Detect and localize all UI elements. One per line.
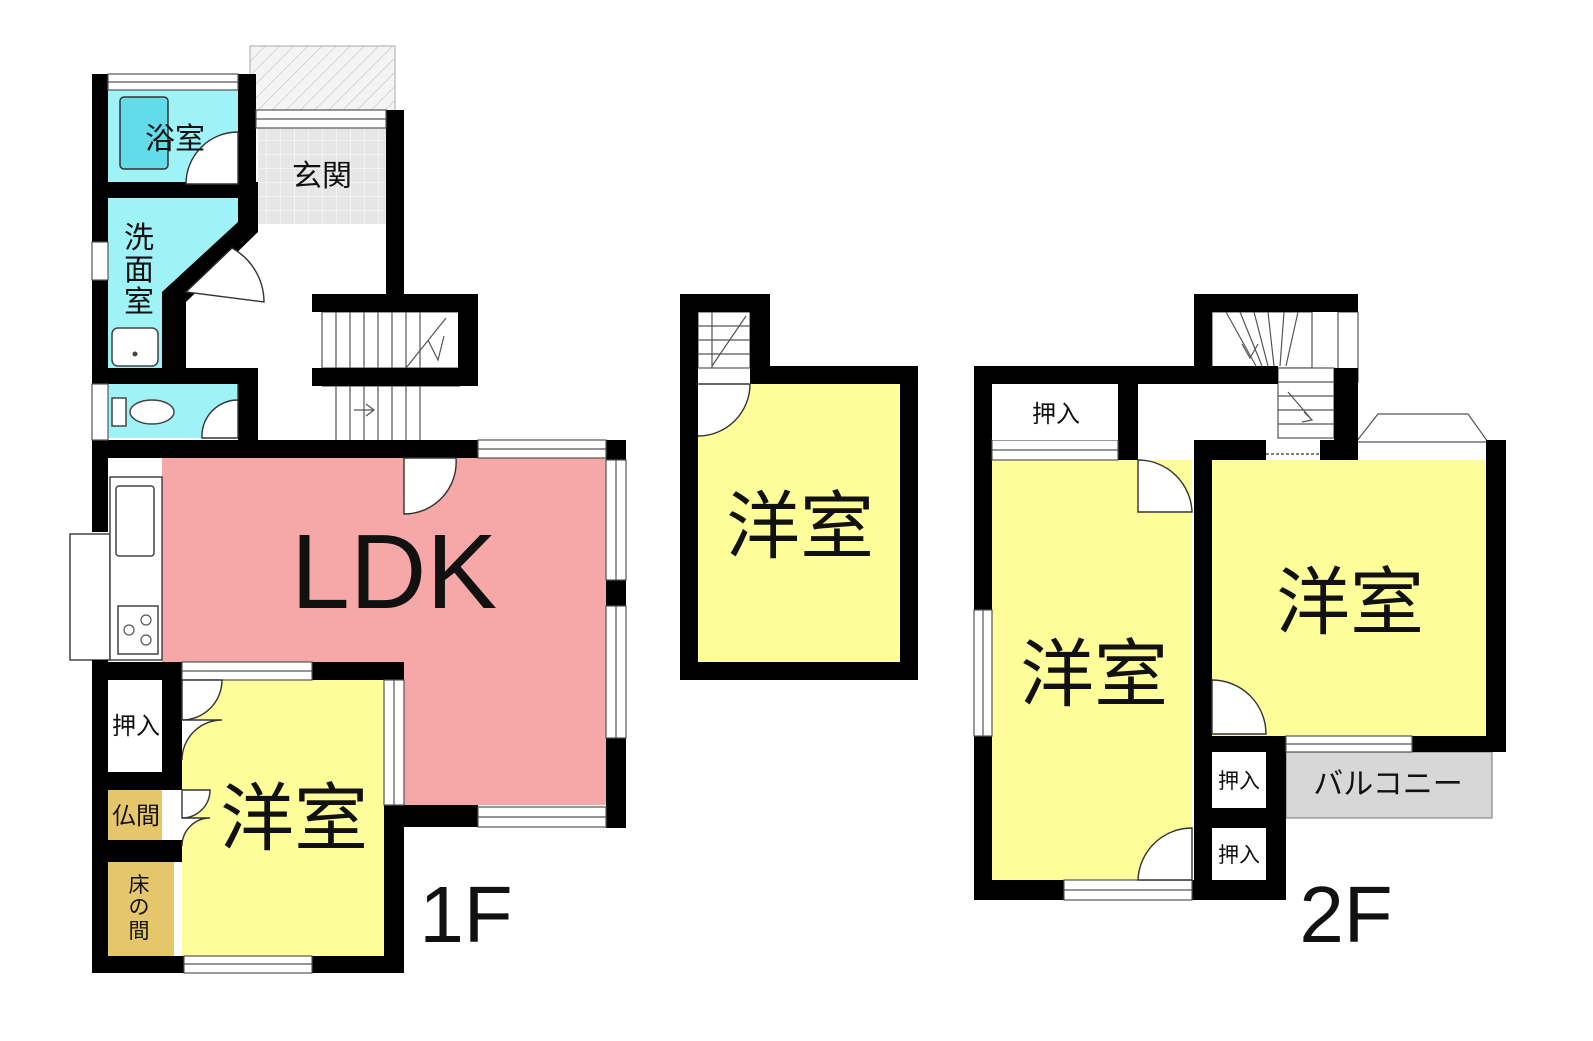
toilet-icon [111, 397, 175, 427]
windows-1f [91, 73, 627, 974]
butsuma-label: 仏間 [112, 802, 160, 830]
entrance-label: 玄関 [292, 159, 352, 194]
tokonoma-room [108, 862, 174, 956]
walls-2f [974, 294, 1506, 900]
svg-text:床: 床 [129, 873, 150, 897]
washroom-label: 洗 面 室 [124, 221, 154, 320]
western-room-b-label: 洋室 [1020, 632, 1168, 718]
svg-text:間: 間 [129, 919, 150, 943]
western-room-b [992, 460, 1192, 880]
doors-2f [1137, 459, 1267, 881]
western-room-c [1212, 460, 1486, 740]
western-room-a [698, 384, 900, 662]
bay-window [1354, 413, 1490, 443]
stairs-2f-west [697, 311, 751, 369]
closet-a-label: 押入 [1032, 400, 1080, 428]
svg-text:洗: 洗 [124, 221, 154, 256]
closet-label-1f: 押入 [112, 712, 160, 740]
ldk-label: LDK [291, 513, 497, 631]
wash-basin-icon [111, 327, 159, 367]
western-room-a-label: 洋室 [726, 484, 874, 570]
walls-2f-west [680, 294, 918, 680]
closet-b [1212, 752, 1266, 808]
walls-1f [92, 74, 626, 973]
tokonoma-label: 床 の 間 [129, 873, 150, 943]
stove-icon [117, 605, 159, 655]
bath-label: 浴室 [145, 122, 205, 157]
bathtub [119, 96, 169, 170]
sink-icon [115, 485, 155, 557]
butsuma-room [108, 790, 162, 840]
closet-1f [108, 680, 162, 772]
western-room-1f [182, 680, 384, 956]
doors-1f [181, 131, 457, 847]
closet-c-label: 押入 [1218, 843, 1260, 867]
floor-2-label: 2F [1299, 870, 1392, 959]
western-room-c-label: 洋室 [1276, 560, 1424, 646]
ldk-room [108, 458, 606, 805]
kitchen-counter [69, 476, 163, 661]
windows-2f [973, 439, 1413, 901]
floor-1-label: 1F [419, 870, 512, 959]
floor-2-west-wing: 洋室 [680, 294, 918, 680]
closet-b-label: 押入 [1218, 769, 1260, 793]
floor-1-plan: 浴室 玄関 洗 面 室 LDK 押入 仏間 床 の 間 洋室 1F [69, 45, 627, 974]
floor-2-plan: 押入 押入 押入 洋室 洋室 バルコニー 2F [973, 294, 1506, 959]
stairs-1f [321, 311, 461, 440]
svg-text:の: の [129, 895, 150, 919]
balcony-label: バルコニー [1313, 767, 1462, 802]
balcony [1286, 752, 1492, 818]
svg-text:面: 面 [124, 253, 154, 288]
closet-c [1212, 828, 1266, 880]
entrance-porch [249, 45, 396, 113]
entrance-floor [258, 128, 386, 224]
stairs-2f [1211, 311, 1359, 439]
western-room-1f-label: 洋室 [220, 776, 368, 862]
svg-text:室: 室 [124, 285, 154, 320]
closet-a [992, 384, 1118, 440]
